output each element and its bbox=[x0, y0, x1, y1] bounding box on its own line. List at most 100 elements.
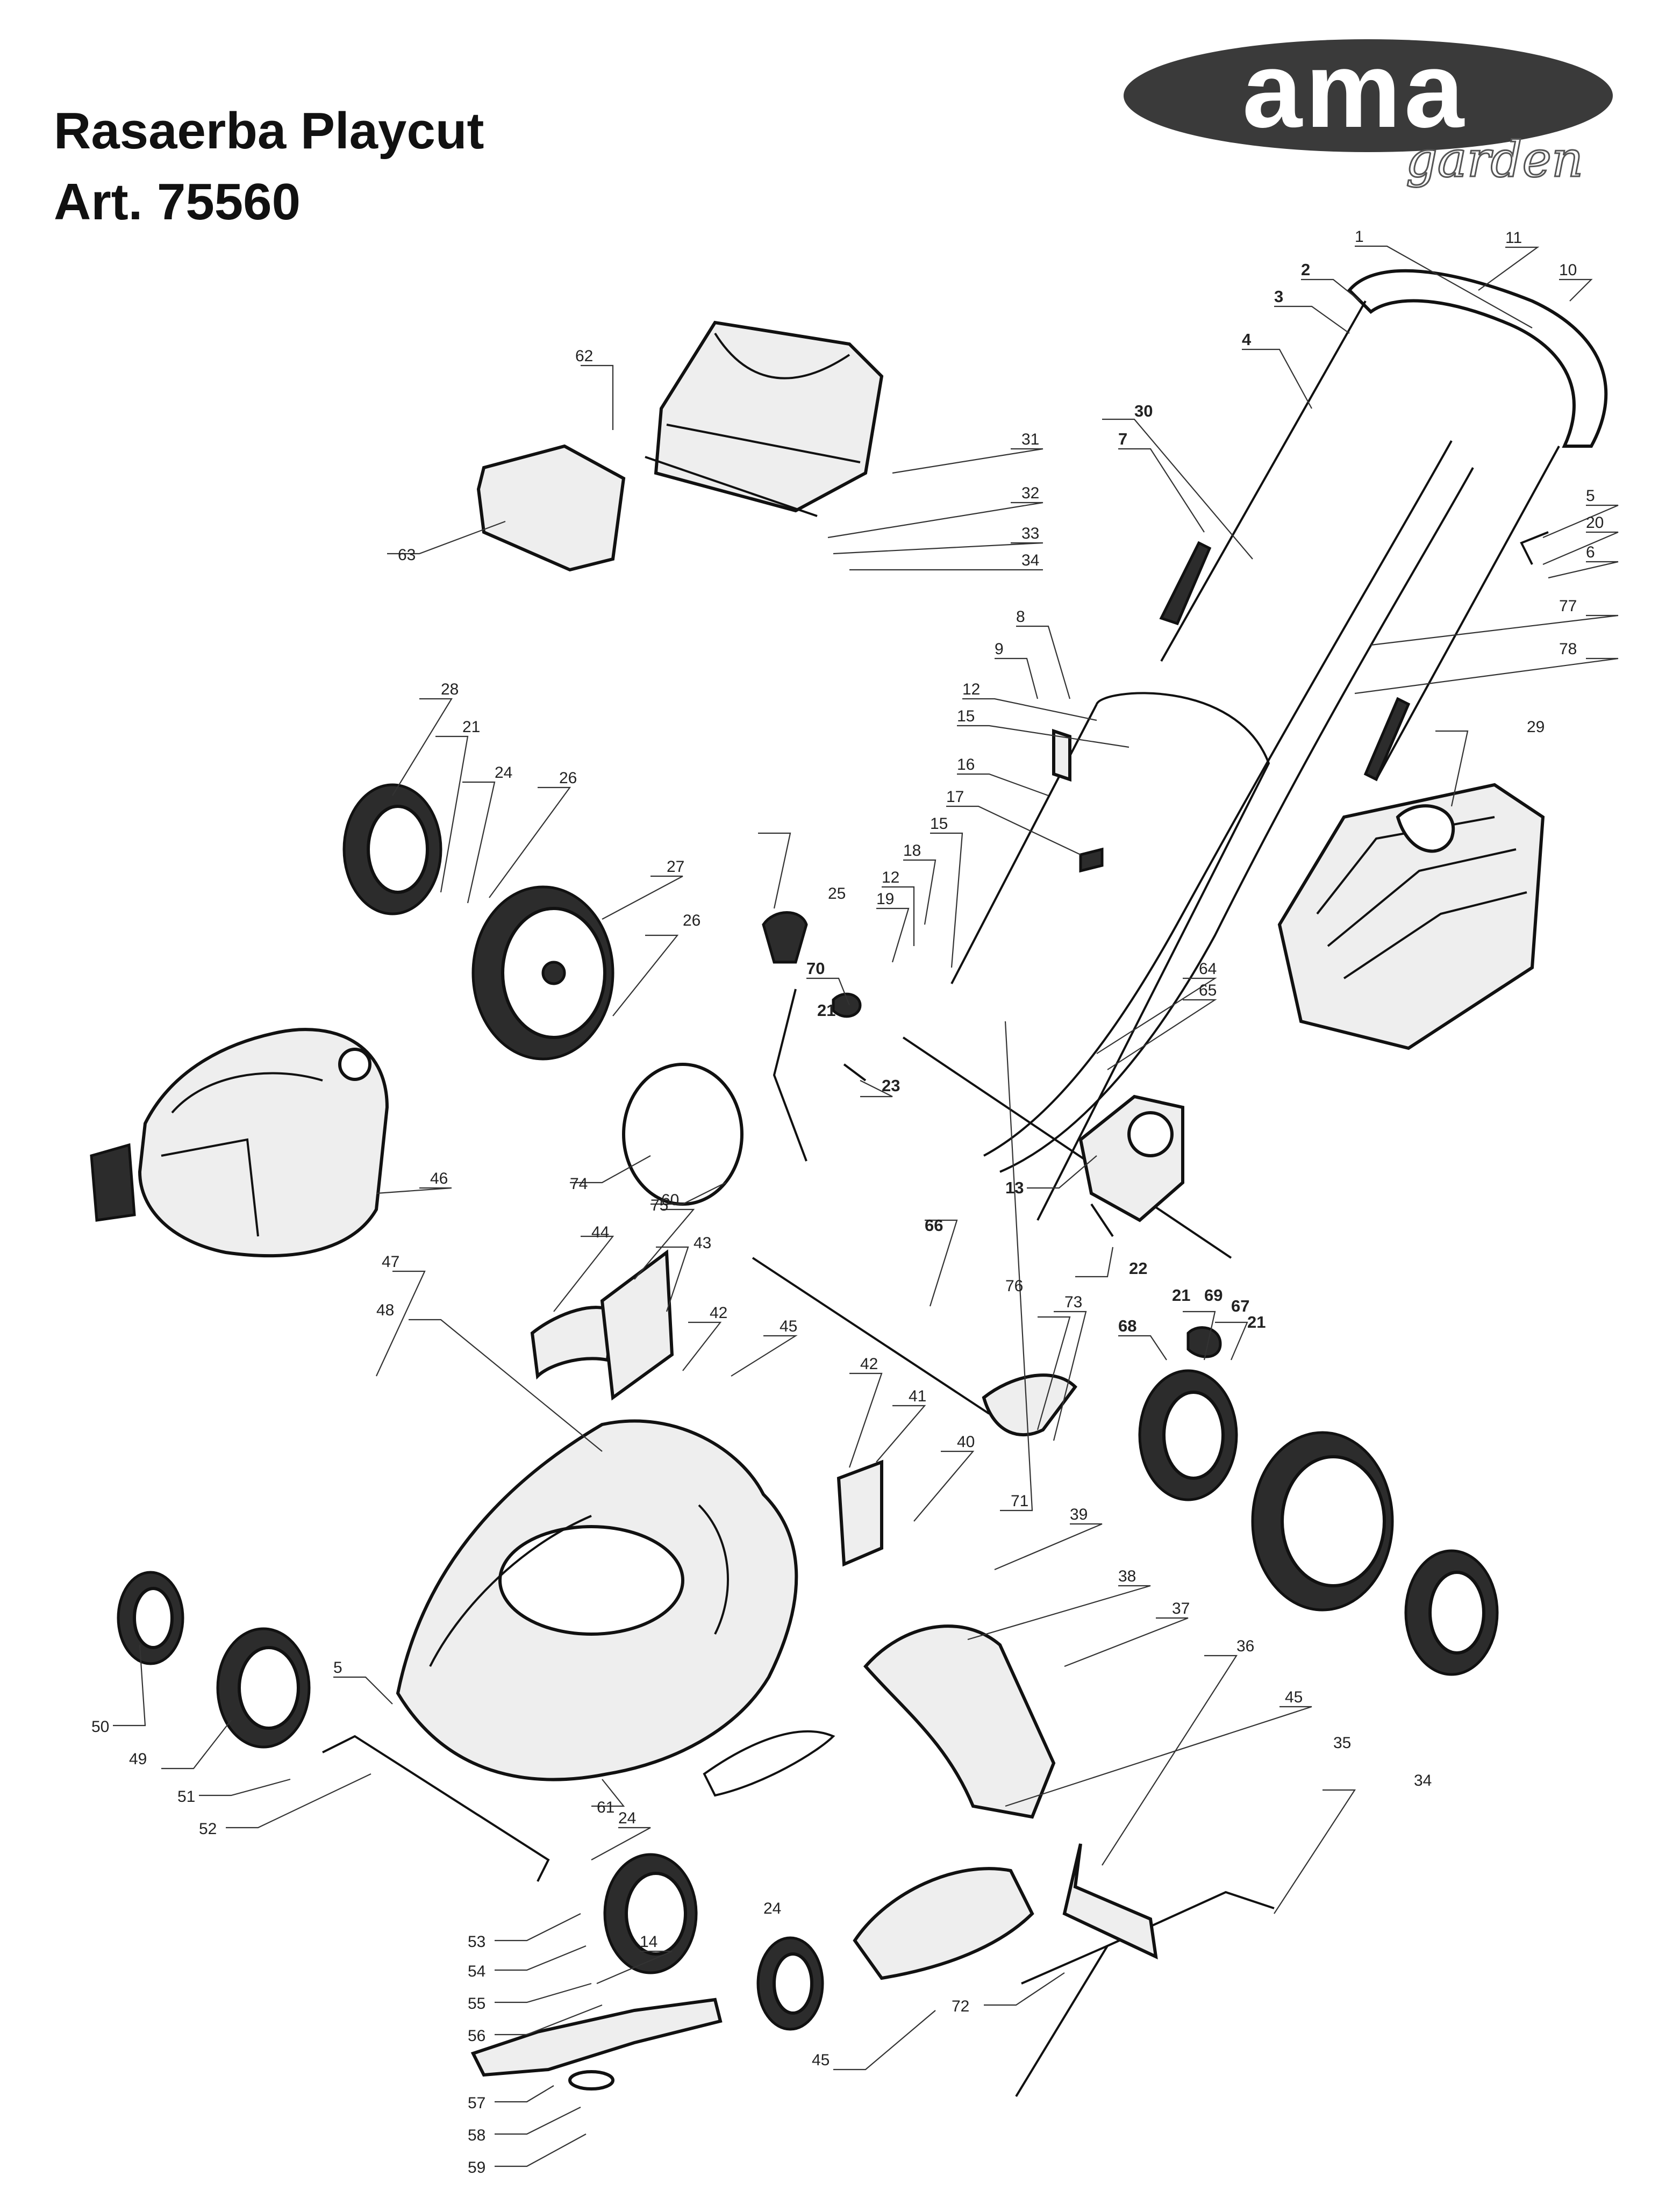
small-parts bbox=[530, 531, 1549, 1985]
callout-30: 30 bbox=[1134, 402, 1153, 420]
callout-29: 29 bbox=[1527, 718, 1545, 736]
callout-43: 43 bbox=[694, 1234, 711, 1252]
rear-flap bbox=[476, 444, 626, 572]
callout-25: 25 bbox=[828, 885, 846, 903]
callout-21-b: 21 bbox=[817, 1001, 835, 1020]
callout-8: 8 bbox=[1016, 608, 1025, 626]
title-product: Rasaerba Playcut bbox=[54, 102, 484, 160]
callout-20: 20 bbox=[1586, 514, 1604, 532]
callout-4: 4 bbox=[1242, 330, 1252, 349]
callout-13: 13 bbox=[1005, 1178, 1024, 1197]
callout-73: 73 bbox=[1064, 1293, 1082, 1311]
callout-21-c: 21 bbox=[1172, 1286, 1190, 1305]
callout-24-b: 24 bbox=[618, 1809, 636, 1827]
callout-24-a: 24 bbox=[495, 764, 512, 782]
callout-77: 77 bbox=[1559, 597, 1577, 615]
wheel-front-right bbox=[603, 1853, 698, 1974]
drive-axle-gearbox bbox=[902, 1036, 1232, 1259]
wheel-hubcap-front-right bbox=[756, 1936, 824, 2031]
wheel-hubcap-left-rear bbox=[342, 783, 442, 915]
callout-40: 40 bbox=[957, 1433, 975, 1451]
callout-74: 74 bbox=[570, 1175, 588, 1193]
callout-12-a: 12 bbox=[962, 681, 980, 698]
svg-text:ama: ama bbox=[1242, 31, 1467, 150]
callout-47: 47 bbox=[382, 1253, 399, 1271]
height-adjust-rod bbox=[752, 989, 1077, 1437]
callout-57: 57 bbox=[468, 2094, 485, 2112]
callout-71: 71 bbox=[1011, 1492, 1028, 1510]
callout-27: 27 bbox=[667, 858, 684, 876]
callout-21-a: 21 bbox=[462, 718, 480, 736]
callout-60: 60 bbox=[661, 1191, 679, 1209]
callout-42-a: 42 bbox=[860, 1355, 878, 1373]
callout-41: 41 bbox=[909, 1387, 926, 1405]
callout-64: 64 bbox=[1199, 960, 1217, 978]
callout-23: 23 bbox=[882, 1076, 900, 1095]
callout-65: 65 bbox=[1199, 982, 1217, 999]
callout-51: 51 bbox=[177, 1788, 195, 1806]
callout-48: 48 bbox=[376, 1301, 394, 1319]
cutting-blade bbox=[470, 1998, 723, 2091]
callout-15-a: 15 bbox=[957, 707, 975, 725]
callout-49: 49 bbox=[129, 1750, 147, 1768]
wheel-hubcap-right-rear-inner bbox=[1138, 1369, 1238, 1501]
wheel-rear-right-large bbox=[1251, 1431, 1394, 1612]
callout-38: 38 bbox=[1118, 1567, 1136, 1585]
callout-15-b: 15 bbox=[930, 815, 948, 833]
callout-45-c: 45 bbox=[812, 2051, 830, 2069]
callout-14: 14 bbox=[640, 1933, 657, 1951]
rear-axle bbox=[322, 1735, 550, 1882]
callout-34-a: 34 bbox=[1021, 552, 1039, 569]
callout-69: 69 bbox=[1204, 1286, 1223, 1305]
drive-belt bbox=[703, 1730, 835, 1797]
callout-11: 11 bbox=[1505, 229, 1522, 247]
callout-labels: 1 2 3 4 5 6 7 8 9 10 11 12 12 13 14 15 1… bbox=[91, 228, 1604, 2177]
upper-handle bbox=[1159, 269, 1608, 782]
callout-45-b: 45 bbox=[1285, 1688, 1303, 1706]
wheel-rear-left-large bbox=[471, 885, 614, 1061]
side-discharge bbox=[853, 1624, 1056, 1980]
callout-2: 2 bbox=[1301, 260, 1310, 279]
callout-6: 6 bbox=[1586, 543, 1595, 561]
callout-53: 53 bbox=[468, 1933, 485, 1951]
callout-36: 36 bbox=[1236, 1637, 1254, 1655]
callout-3: 3 bbox=[1274, 287, 1283, 306]
bag-rod bbox=[1015, 1891, 1275, 2097]
callout-5: 5 bbox=[1586, 487, 1595, 505]
svg-text:garden: garden bbox=[1406, 131, 1583, 188]
callout-21-d: 21 bbox=[1247, 1313, 1266, 1331]
ama-garden-logo: ama garden bbox=[1124, 31, 1613, 189]
callout-26-a: 26 bbox=[559, 769, 577, 787]
callout-22: 22 bbox=[1129, 1259, 1147, 1278]
callout-31: 31 bbox=[1021, 431, 1039, 448]
callout-39: 39 bbox=[1070, 1506, 1088, 1523]
callout-59: 59 bbox=[468, 2159, 485, 2177]
callout-35: 35 bbox=[1333, 1734, 1351, 1752]
callout-28: 28 bbox=[441, 681, 459, 698]
engine bbox=[90, 1028, 389, 1258]
wheel-front-left bbox=[216, 1627, 311, 1749]
callout-16: 16 bbox=[957, 756, 975, 774]
callout-56: 56 bbox=[468, 2027, 485, 2045]
callout-75: 75 bbox=[650, 1197, 668, 1214]
callout-24-c: 24 bbox=[763, 1900, 781, 1917]
callout-42-b: 42 bbox=[710, 1304, 727, 1322]
callout-58: 58 bbox=[468, 2127, 485, 2144]
title-article: Art. 75560 bbox=[54, 173, 301, 231]
catcher-frame bbox=[645, 320, 884, 517]
callout-61: 61 bbox=[597, 1799, 614, 1816]
wheel-hubcap-right-rear-outer bbox=[1404, 1549, 1499, 1676]
callout-9: 9 bbox=[995, 640, 1004, 658]
callout-12-b: 12 bbox=[882, 869, 899, 886]
callout-10: 10 bbox=[1559, 261, 1577, 279]
callout-46: 46 bbox=[430, 1170, 448, 1187]
callout-62: 62 bbox=[575, 347, 593, 365]
callout-32: 32 bbox=[1021, 484, 1039, 502]
callout-17: 17 bbox=[946, 788, 964, 806]
callout-68: 68 bbox=[1118, 1316, 1136, 1335]
callout-18: 18 bbox=[903, 842, 921, 860]
callout-33: 33 bbox=[1021, 525, 1039, 542]
lower-handle bbox=[950, 692, 1270, 1221]
callout-1: 1 bbox=[1355, 228, 1364, 246]
